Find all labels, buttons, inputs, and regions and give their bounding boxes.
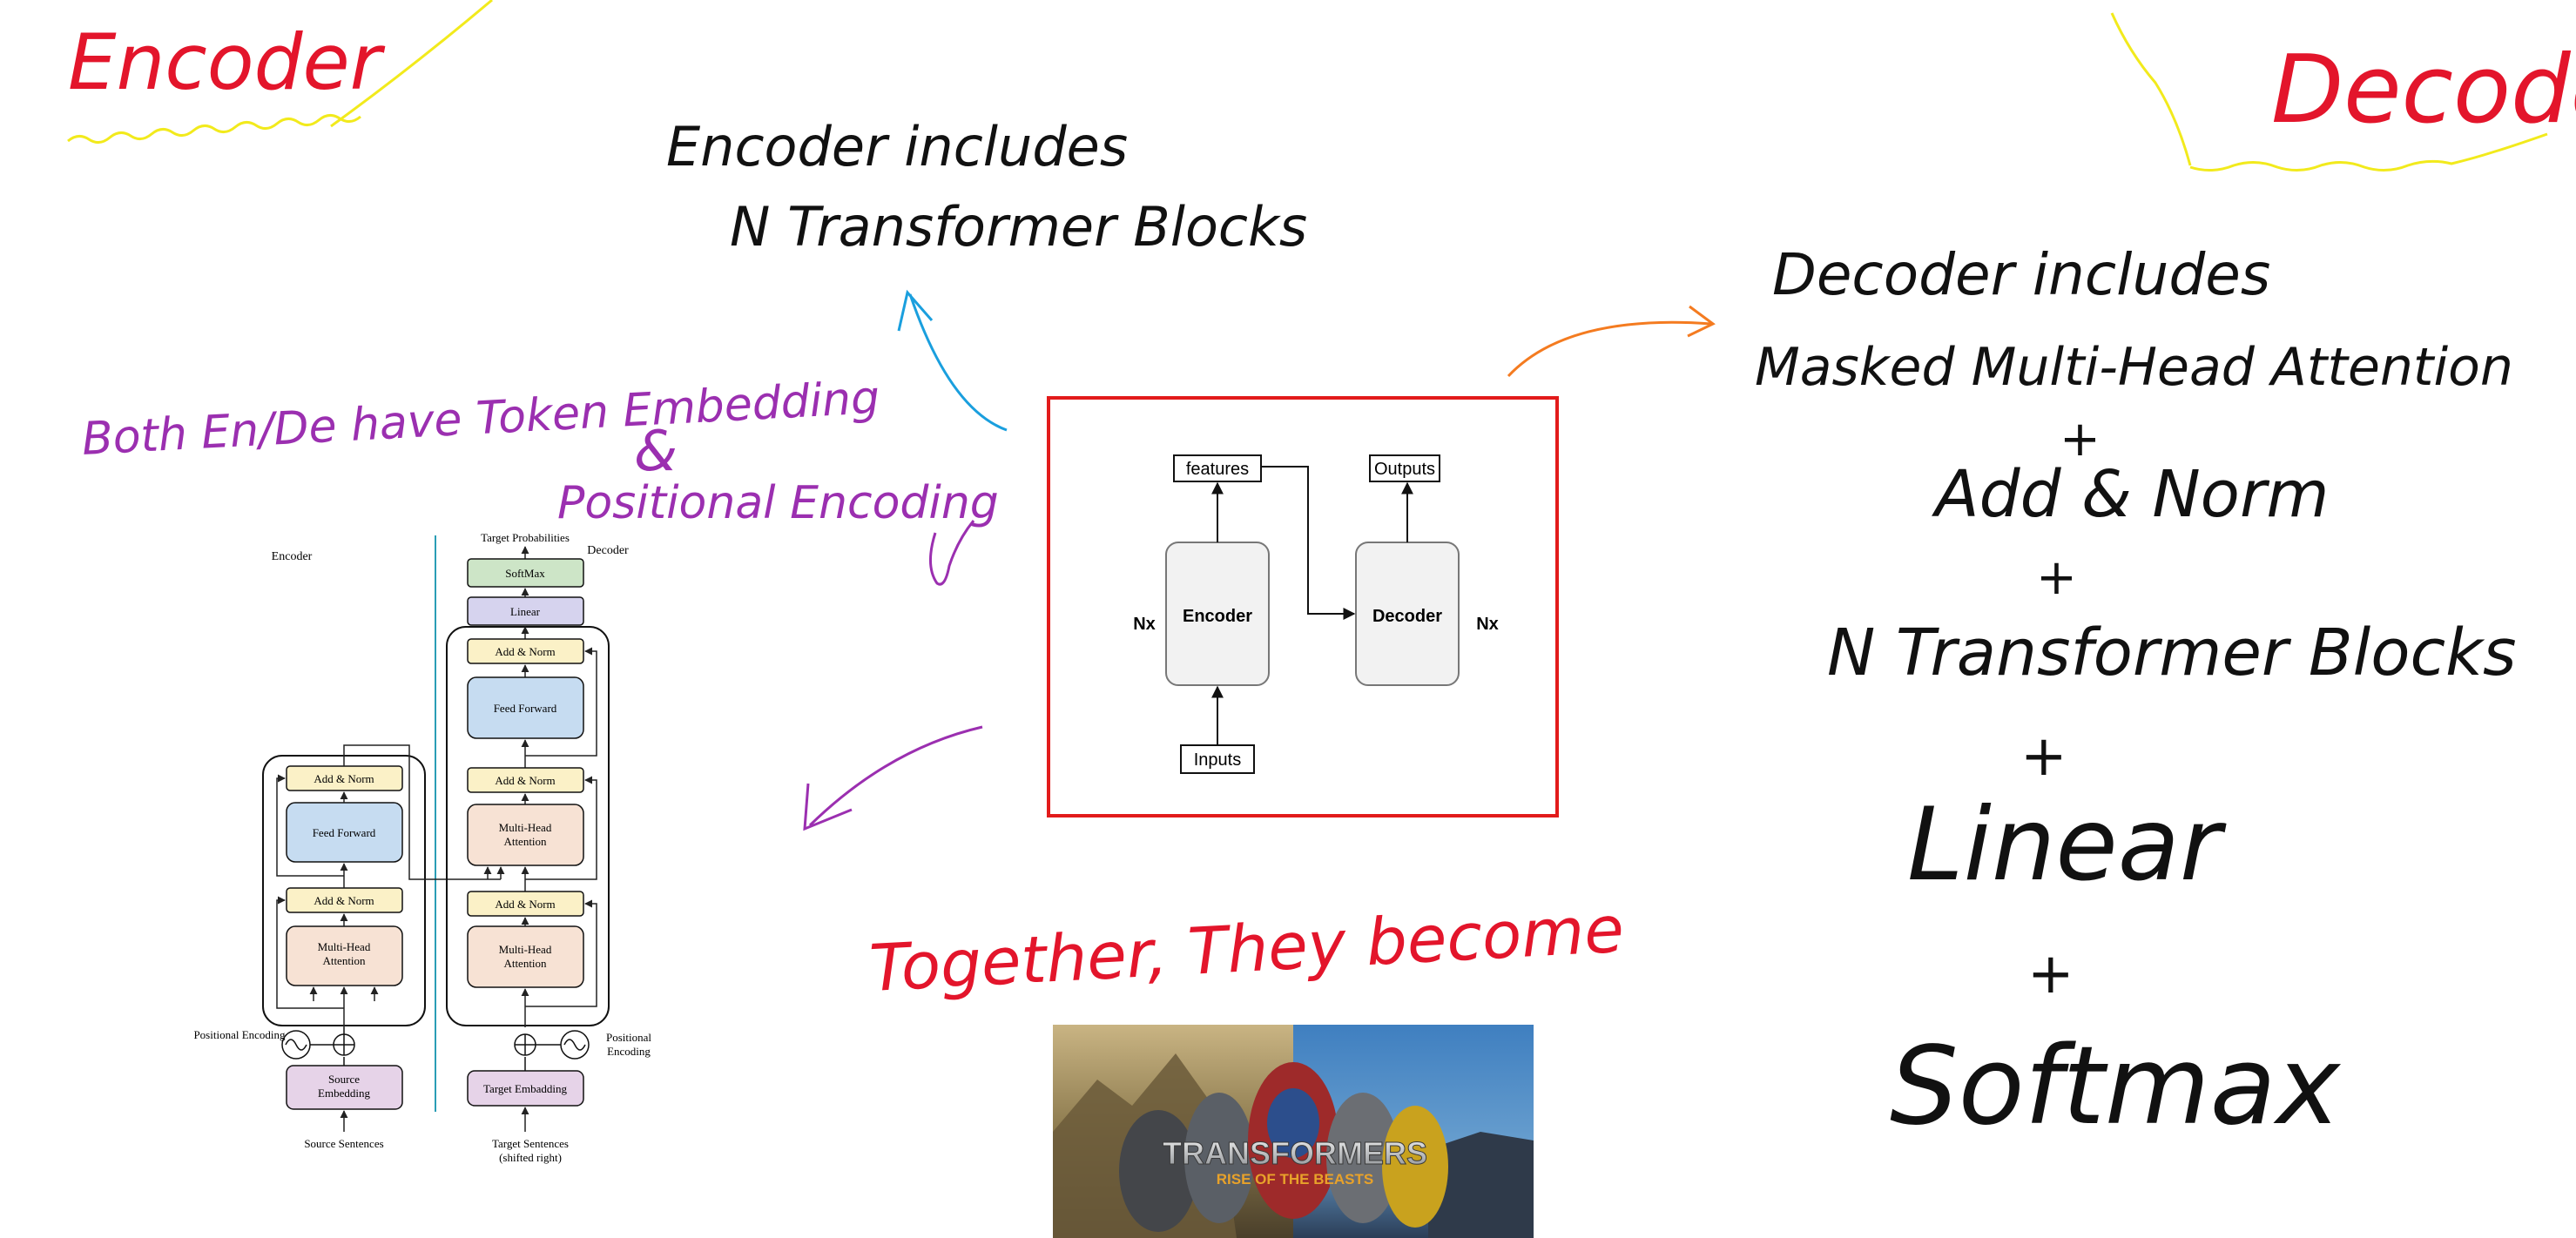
decoder-item-linear: Linear: [1907, 786, 2227, 904]
simple-encoder-decoder-diagram: features Outputs Encoder Decoder Inputs …: [1047, 396, 1559, 817]
dec-softmax: [467, 558, 584, 588]
arch-encoder-heading: Encoder: [272, 550, 313, 563]
dec-target-embedding-label: Target Embadding: [483, 1082, 567, 1095]
decoder-item-add-norm: Add & Norm: [1932, 457, 2329, 532]
decoder-plus-3: +: [2020, 724, 2067, 789]
both-note-ampersand: &: [634, 420, 678, 484]
dec-add-norm-2: [467, 767, 584, 793]
source-sentences-label: Source Sentences: [304, 1137, 383, 1150]
decoder-handwritten-title: Decoder: [2271, 36, 2576, 145]
decoder-includes-list: Decoder includes Masked Multi-Head Atten…: [1755, 241, 2517, 1149]
encoder-includes-line2: N Transformer Blocks: [730, 195, 1307, 259]
dec-masked-attention: [467, 925, 584, 988]
enc-mha-label-1: Multi-Head: [318, 940, 371, 953]
red-frame: [1047, 396, 1559, 817]
yellow-underline-squiggle-right: [2189, 132, 2548, 172]
poster-subtitle: RISE OF THE BEASTS: [1217, 1171, 1373, 1188]
dec-masked-mha-label-1: Multi-Head: [499, 943, 552, 956]
purple-tail-stroke: [929, 520, 975, 586]
orange-arrow: [1507, 305, 1716, 378]
encoder-includes-note: Encoder includes N Transformer Blocks: [666, 115, 1307, 259]
dec-add-norm-2-label: Add & Norm: [495, 774, 555, 787]
dec-linear-label: Linear: [510, 605, 541, 618]
inputs-box: [1180, 744, 1255, 774]
poster-title: TRANSFORMERS: [1163, 1135, 1427, 1171]
target-probabilities-label: Target Probabilities: [481, 531, 570, 544]
dec-softmax-label: SoftMax: [505, 567, 545, 580]
together-they-become-note: Together, They become: [867, 892, 1625, 1006]
decoder-title-annotation: Decoder: [2110, 12, 2576, 172]
yellow-slash-stroke: [330, 0, 493, 128]
dec-positional-label: Positional: [606, 1031, 651, 1044]
enc-positional-encoding-label: Positional Encoding: [193, 1028, 286, 1041]
dec-add-norm-3: [467, 891, 584, 917]
encoder-handwritten-title: Encoder: [68, 17, 386, 107]
inputs-label: Inputs: [1194, 750, 1241, 770]
enc-add-norm-top-label: Add & Norm: [314, 772, 374, 785]
decoder-item-n-blocks: N Transformer Blocks: [1827, 616, 2517, 690]
decoder-item-masked-mha: Masked Multi-Head Attention: [1755, 337, 2513, 398]
enc-embedding-label: Embedding: [318, 1087, 370, 1100]
dec-feed-forward-label: Feed Forward: [494, 702, 557, 715]
features-label: features: [1186, 460, 1249, 479]
dec-add-norm-3-label: Add & Norm: [495, 898, 555, 911]
outputs-label: Outputs: [1374, 460, 1435, 479]
encoder-block-label: Encoder: [1183, 607, 1252, 626]
enc-add-norm-bottom-label: Add & Norm: [314, 894, 374, 907]
dec-add-norm-1: [467, 638, 584, 664]
decoder-includes-heading: Decoder includes: [1772, 241, 2270, 308]
purple-arrow: [803, 725, 983, 831]
nx-right-label: Nx: [1476, 615, 1499, 634]
shifted-right-label: (shifted right): [499, 1151, 562, 1164]
nx-left-label: Nx: [1133, 615, 1156, 634]
dec-cross-mha-label-1: Multi-Head: [499, 821, 552, 834]
target-sentences-label: Target Sentences: [492, 1137, 569, 1150]
features-box: [1173, 454, 1262, 482]
both-note-line1: Both En/De have Token Embedding: [81, 372, 881, 466]
decoder-plus-1: +: [2060, 411, 2101, 468]
decoder-plus-2: +: [2036, 549, 2077, 606]
arch-decoder-heading: Decoder: [587, 544, 629, 557]
encoder-includes-line1: Encoder includes: [666, 115, 1128, 178]
dec-cross-mha-label-2: Attention: [503, 835, 547, 848]
enc-feed-forward-label: Feed Forward: [313, 826, 376, 839]
dec-add-norm-1-label: Add & Norm: [495, 645, 555, 658]
both-encoder-decoder-note: Both En/De have Token Embedding & Positi…: [81, 372, 999, 586]
decoder-plus-4: +: [2027, 942, 2074, 1006]
dec-masked-mha-label-2: Attention: [503, 957, 547, 970]
enc-mha-label-2: Attention: [322, 954, 366, 967]
enc-source-label: Source: [328, 1073, 360, 1086]
outputs-box: [1369, 454, 1440, 482]
dec-feed-forward: [467, 676, 584, 739]
enc-dec-connection: [343, 744, 501, 880]
transformer-architecture-diagram: Encoder Decoder Add & Norm Feed Forward …: [193, 531, 651, 1164]
both-note-line2: Positional Encoding: [557, 477, 999, 529]
transformers-poster-image: TRANSFORMERS RISE OF THE BEASTS: [1053, 1025, 1534, 1238]
encoder-title-annotation: Encoder: [67, 0, 493, 144]
yellow-underline-squiggle: [67, 114, 361, 144]
decoder-item-softmax: Softmax: [1890, 1024, 2342, 1149]
decoder-block-label: Decoder: [1372, 607, 1442, 626]
dec-encoding-label: Encoding: [607, 1045, 651, 1058]
blue-arrow: [897, 289, 1008, 432]
yellow-left-curve: [2110, 12, 2192, 166]
dec-cross-attention: [467, 804, 584, 866]
enc-source-embedding: [286, 1065, 403, 1110]
dec-target-embedding: [467, 1070, 584, 1107]
dec-linear: [467, 596, 584, 626]
